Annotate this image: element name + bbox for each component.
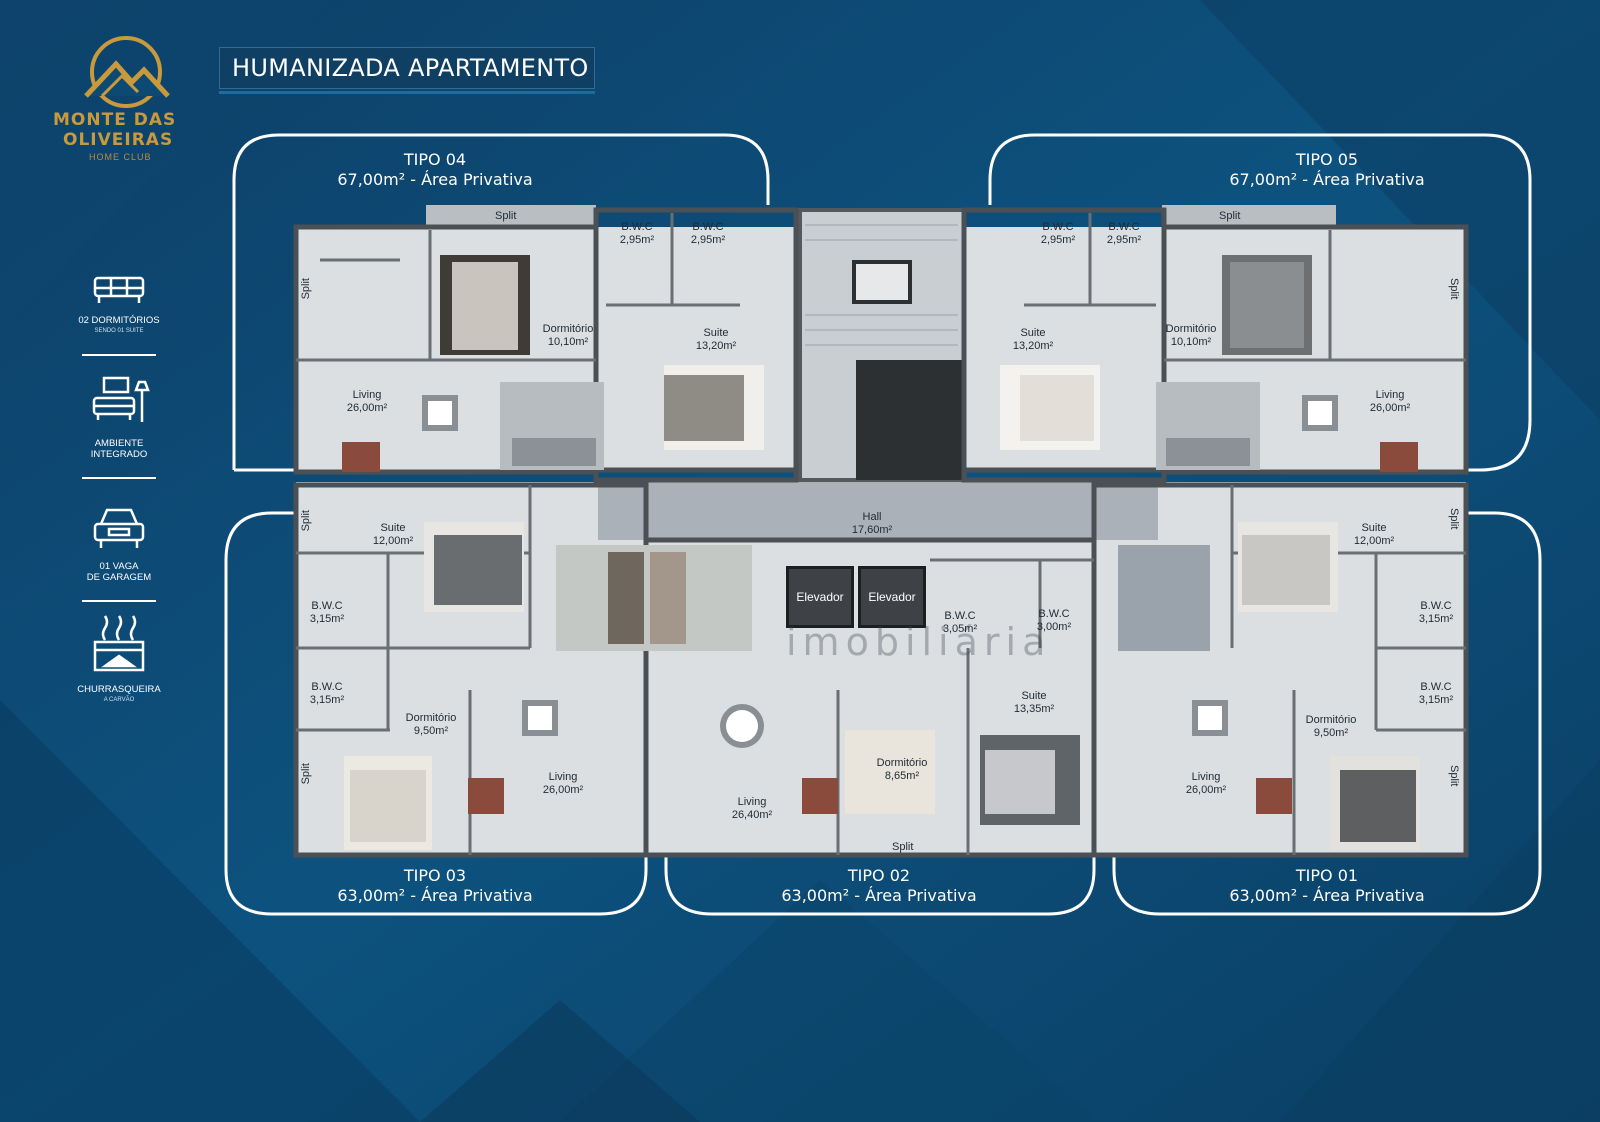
type-05-area: 67,00m² - Área Privativa (1229, 170, 1425, 189)
feature-barbecue-sub: A CARVÃO (103, 697, 135, 703)
barbecue-icon (93, 615, 145, 672)
split-label: Split (300, 763, 312, 785)
type-04-label: TIPO 04 67,00m² - Área Privativa (305, 150, 565, 190)
feature-parking-label2: DE GARAGEM (86, 572, 152, 583)
furniture (342, 255, 1420, 850)
feature-parking-label: 01 VAGA (99, 561, 139, 572)
feature-bedrooms: 02 DORMITÓRIOS SENDO 01 SUITE (64, 315, 174, 337)
split-label: Split (1448, 278, 1460, 300)
split-label: Split (1448, 765, 1460, 787)
brand-line-2: OLIVEIRAS (63, 130, 174, 150)
watermark: imobiliária (786, 620, 1052, 664)
type-05-label: TIPO 05 67,00m² - Área Privativa (1197, 150, 1457, 190)
feature-bedrooms-label: 02 DORMITÓRIOS (78, 315, 160, 326)
split-label: Split (1219, 210, 1241, 222)
mountain-logo-icon (84, 36, 170, 108)
split-label: Split (495, 210, 517, 222)
split-label: Split (1448, 508, 1460, 530)
elevator-2: Elevador (858, 566, 926, 628)
divider (82, 477, 156, 479)
type-03-label: TIPO 03 63,00m² - Área Privativa (305, 866, 565, 906)
type-01-label: TIPO 01 63,00m² - Área Privativa (1197, 866, 1457, 906)
feature-barbecue-label: CHURRASQUEIRA (77, 684, 161, 695)
type-01-name: TIPO 01 (1295, 866, 1359, 885)
car-icon (93, 508, 145, 548)
brand-line-3: HOME CLUB (89, 152, 152, 162)
type-03-name: TIPO 03 (403, 866, 467, 885)
feature-parking: 01 VAGA DE GARAGEM (64, 561, 174, 583)
feature-integrated-label2: INTEGRADO (90, 449, 148, 460)
elevator-1: Elevador (786, 566, 854, 628)
type-02-name: TIPO 02 (847, 866, 911, 885)
title-underline (219, 91, 595, 94)
feature-bedrooms-sub: SENDO 01 SUITE (94, 328, 144, 334)
type-03-area: 63,00m² - Área Privativa (337, 886, 533, 905)
brand-line-1: MONTE DAS (53, 110, 177, 130)
type-02-area: 63,00m² - Área Privativa (781, 886, 977, 905)
page-title-banner: HUMANIZADA APARTAMENTO (219, 47, 595, 89)
type-outlines (224, 133, 1542, 916)
page-title: HUMANIZADA APARTAMENTO (232, 54, 589, 82)
feature-integrated: AMBIENTE INTEGRADO (64, 438, 174, 460)
split-label: Split (300, 278, 312, 300)
sofa-icon (93, 276, 145, 303)
split-label: Split (300, 510, 312, 532)
type-02-label: TIPO 02 63,00m² - Área Privativa (749, 866, 1009, 906)
feature-barbecue: CHURRASQUEIRA A CARVÃO (64, 684, 174, 706)
feature-integrated-label: AMBIENTE (94, 438, 144, 449)
divider (82, 354, 156, 356)
type-05-name: TIPO 05 (1295, 150, 1359, 169)
type-04-name: TIPO 04 (403, 150, 467, 169)
living-room-icon (92, 376, 150, 422)
split-label: Split (892, 841, 914, 853)
type-04-area: 67,00m² - Área Privativa (337, 170, 533, 189)
divider (82, 600, 156, 602)
type-01-area: 63,00m² - Área Privativa (1229, 886, 1425, 905)
